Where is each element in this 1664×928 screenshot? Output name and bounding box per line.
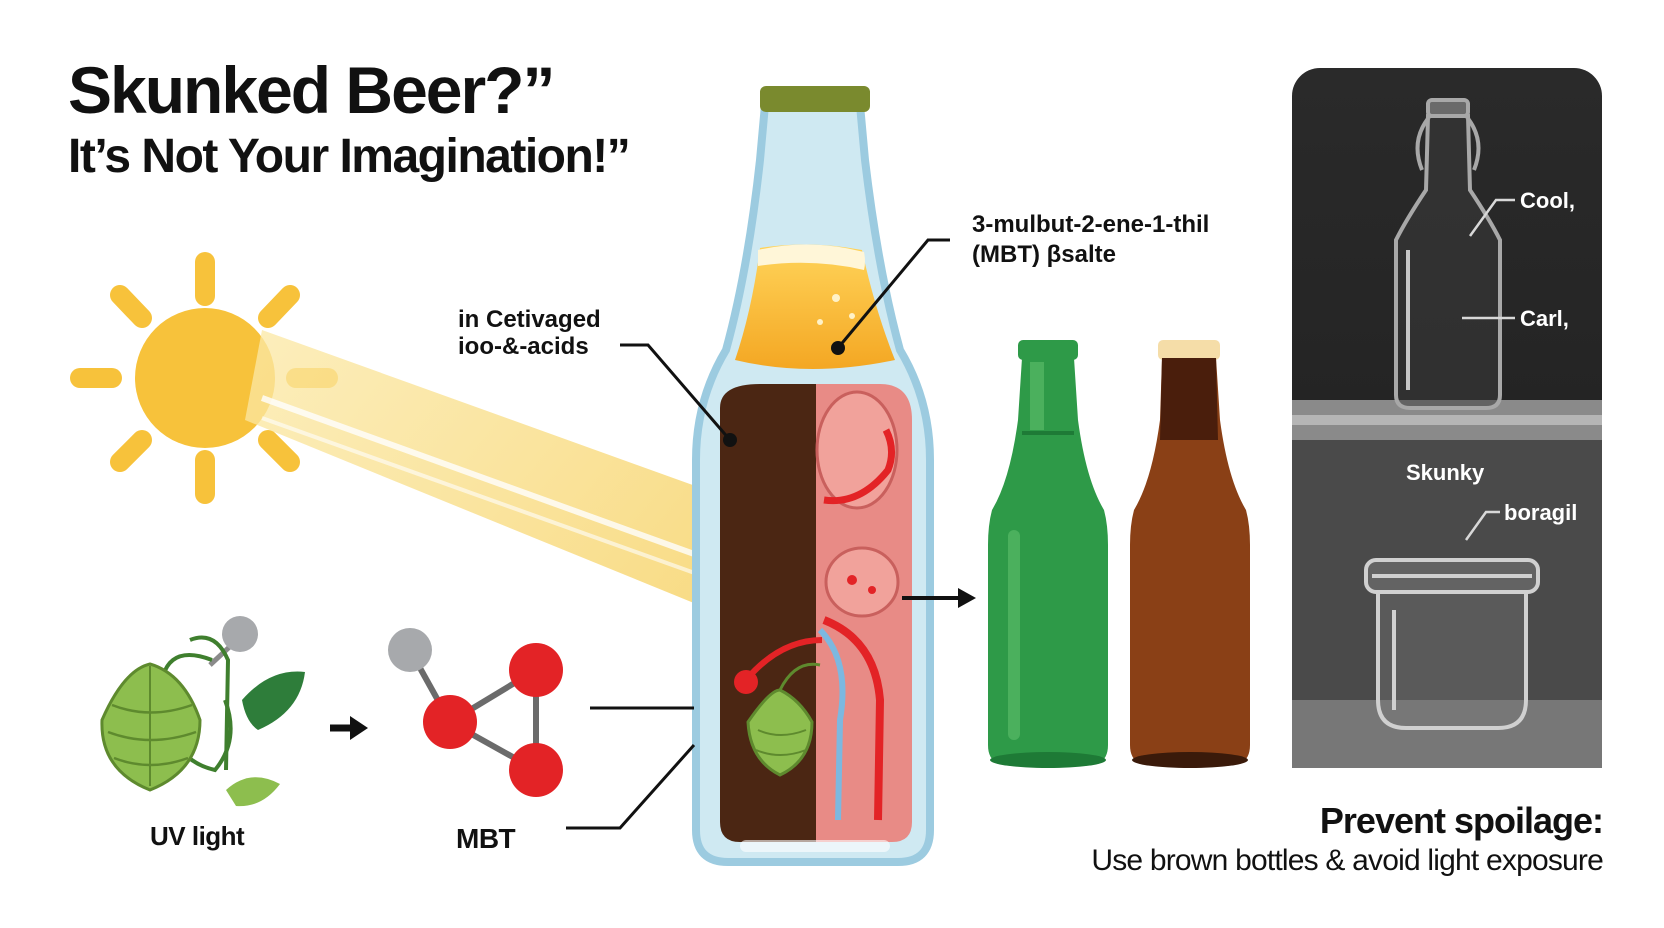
mbt-compound-label-line-1: 3-mulbut-2-ene-1-thil: [972, 211, 1209, 238]
title-line-1: Skunked Beer?”: [68, 53, 554, 127]
glass-jar-icon: [1364, 558, 1540, 730]
prevent-spoilage-subtext: Use brown bottles & avoid light exposure: [1091, 844, 1603, 877]
mbt-label: MBT: [456, 823, 516, 854]
panel-skunky-label: Skunky: [1406, 460, 1485, 485]
arrow-right-icon: [902, 588, 976, 608]
leader-lines: [566, 238, 950, 830]
clear-bottle: [692, 86, 934, 866]
hop-plant-icon: [100, 616, 305, 807]
panel-carl-label: Carl,: [1520, 306, 1569, 331]
hop-cone-in-bottle-icon: [746, 662, 821, 777]
arrow-right-icon: [330, 716, 368, 740]
uv-light-label: UV light: [150, 821, 245, 851]
prevent-spoilage-heading: Prevent spoilage:: [1320, 800, 1603, 841]
activated-acids-label-line-2: ioo-&-acids: [458, 333, 589, 360]
hop-cone-icon: [100, 662, 202, 792]
green-bottle: [988, 340, 1108, 768]
panel-boragil-label: boragil: [1504, 500, 1577, 525]
panel-cool-label: Cool,: [1520, 188, 1575, 213]
activated-acids-label-line-1: in Cetivaged: [458, 306, 601, 333]
mbt-compound-label-line-2: (MBT) βsalte: [972, 241, 1116, 268]
panel-leader-lines: [1462, 198, 1515, 541]
swing-top-bottle-icon: [1394, 98, 1502, 410]
title-line-2: It’s Not Your Imagination!”: [68, 130, 629, 183]
molecule-icon: [388, 628, 563, 797]
brown-bottle: [1130, 340, 1250, 768]
bottle-cap-icon: [760, 86, 870, 112]
